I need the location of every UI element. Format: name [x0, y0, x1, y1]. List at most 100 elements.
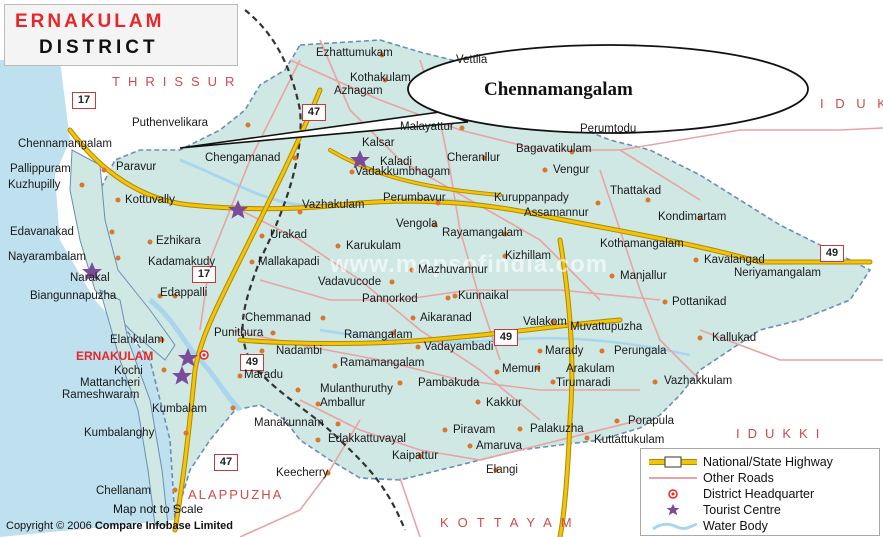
- place-label: Rameshwaram: [62, 389, 140, 401]
- place-label: Paravur: [116, 161, 157, 173]
- legend-row: Water Body: [641, 518, 879, 534]
- place-label: Palakuzha: [530, 423, 584, 435]
- place-label: Muvattupuzha: [570, 321, 643, 333]
- place-label: Kottuvally: [125, 194, 175, 206]
- region-idukki-top: I D U K K I: [820, 96, 883, 111]
- water-legend-icon: [652, 522, 698, 531]
- place-label: Pallippuram: [10, 163, 71, 175]
- title-box: ERNAKULAM DISTRICT: [4, 4, 238, 66]
- callout-label: Chennamangalam: [484, 79, 633, 100]
- legend-label: Tourist Centre: [703, 503, 781, 517]
- railway: [241, 9, 407, 531]
- place-label: Ezhattumukam: [316, 47, 393, 59]
- place-label: Vadavucode: [318, 276, 382, 288]
- legend-row: Tourist Centre: [641, 502, 879, 518]
- place-label: Chennamangalam: [18, 138, 112, 150]
- star-icon: [82, 262, 102, 281]
- place-label: Vadakkumbhagam: [355, 166, 451, 178]
- scale-note: Map not to Scale: [113, 502, 204, 516]
- legend-label: National/State Highway: [703, 455, 833, 469]
- place-label: Ramangalam: [344, 329, 413, 341]
- place-label: Porapula: [628, 415, 675, 427]
- place-label: Kaipattur: [392, 450, 439, 462]
- highway-shield-49: 49: [820, 245, 844, 262]
- coastal-strip: [69, 149, 176, 361]
- place-label: Kaladi: [380, 156, 412, 168]
- legend: National/State Highway Other Roads Distr…: [640, 448, 880, 536]
- place-label: Chellanam: [96, 485, 151, 497]
- highways: [67, 87, 873, 537]
- legend-label: Water Body: [703, 519, 768, 533]
- place-label: Perumbavur: [383, 192, 446, 204]
- place-label: Keecherry: [276, 467, 329, 479]
- town-dots: [79, 52, 703, 493]
- place-label: Kallukad: [712, 332, 757, 344]
- place-label: Bagavatikulam: [516, 143, 592, 155]
- place-label: Kothakulam: [350, 72, 411, 84]
- legend-row: District Headquarter: [641, 486, 879, 502]
- legend-row: National/State Highway: [641, 454, 879, 470]
- place-label: Kumbalam: [152, 403, 207, 415]
- place-label: Manakunnam: [254, 417, 324, 429]
- vypin-island: [99, 289, 169, 526]
- place-label: Cheranllur: [447, 152, 501, 164]
- place-label: Kakkur: [486, 397, 522, 409]
- place-label: Vazhakulam: [302, 199, 365, 211]
- highway-legend-icon: [649, 456, 697, 468]
- place-label: Vadayambadi: [424, 341, 494, 353]
- region-idukki: IDUKKI: [736, 426, 828, 441]
- region-thrissur: THRISSUR: [112, 74, 243, 89]
- highway-shield-17: 17: [192, 266, 216, 283]
- place-label: Maradu: [244, 369, 283, 381]
- place-label: Edavanakad: [10, 226, 74, 238]
- place-label: Amballur: [320, 397, 366, 409]
- place-label: Kuruppanpady: [494, 192, 569, 204]
- place-label: Mallakapadi: [258, 256, 320, 268]
- place-label: Marady: [545, 345, 584, 357]
- place-label: Narakal: [70, 272, 110, 284]
- highway-shield-47: 47: [302, 104, 326, 121]
- place-label: Mattancheri: [80, 377, 141, 389]
- place-label: Puthenvelikara: [132, 117, 209, 129]
- sea: [0, 60, 175, 537]
- place-label: Mulanthuruthy: [320, 383, 393, 395]
- copyright-owner: Compare Infobase Limited: [94, 520, 233, 532]
- place-label: Pannorkod: [362, 293, 418, 305]
- place-label: Nadambi: [276, 345, 323, 357]
- legend-row: Other Roads: [641, 470, 879, 486]
- place-label: Kizhillam: [505, 250, 552, 262]
- place-label: Chemmanad: [245, 312, 311, 324]
- star-icon: [228, 200, 248, 219]
- callout-bubble: [407, 44, 809, 134]
- place-label: Tirumaradi: [556, 377, 611, 389]
- place-label: Piravam: [453, 424, 496, 436]
- place-label: Pambakuda: [418, 377, 480, 389]
- place-label: Kadamakudy: [148, 256, 216, 268]
- place-label: Kumbalanghy: [84, 427, 155, 439]
- place-label: Ramamangalam: [340, 357, 425, 369]
- place-label: Edappalli: [160, 287, 208, 299]
- place-label: Chengamanad: [205, 152, 281, 164]
- star-legend-icon: [666, 504, 680, 516]
- highway-shield-49: 49: [240, 354, 264, 371]
- tourist-stars: [82, 150, 370, 385]
- legend-label: District Headquarter: [703, 487, 815, 501]
- map-title-line1: ERNAKULAM: [15, 11, 165, 32]
- place-label: Punithura: [214, 327, 264, 339]
- place-label: Mazhuvannur: [418, 264, 488, 276]
- place-label: Memuri: [502, 363, 541, 375]
- highway-shield-17: 17: [72, 92, 96, 109]
- place-label: Kuttattukulam: [594, 434, 665, 446]
- hq-label: ERNAKULAM: [76, 349, 154, 363]
- road-legend-icon: [649, 477, 697, 479]
- place-label: Pottanikad: [672, 296, 727, 308]
- place-label: Vettila: [456, 54, 488, 66]
- place-label: Vazhakkulam: [664, 375, 733, 387]
- star-icon: [178, 348, 198, 367]
- place-label: Kochi: [114, 365, 143, 377]
- region-alappuzha: ALAPPUZHA: [188, 487, 284, 502]
- place-label: Biangunnapuzha: [30, 290, 117, 302]
- place-label: Azhagam: [334, 85, 383, 97]
